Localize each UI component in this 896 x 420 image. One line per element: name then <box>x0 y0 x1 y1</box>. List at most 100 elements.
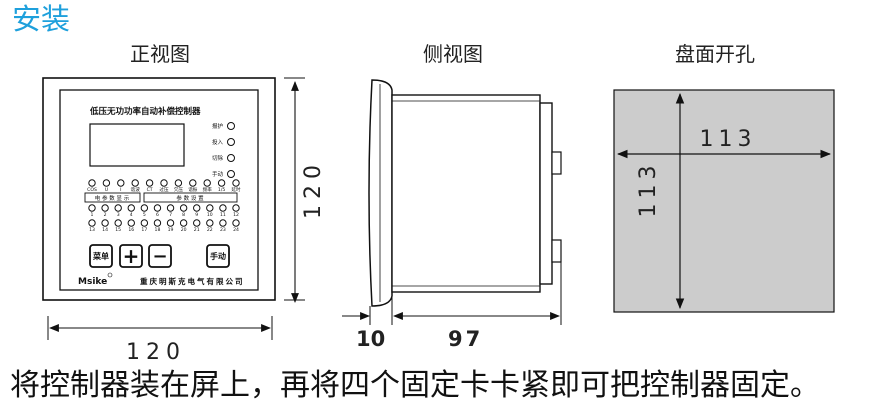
step-label: 4 <box>130 212 133 218</box>
parameter-label: 谐波 <box>131 186 141 193</box>
parameter-led <box>131 179 139 187</box>
section-box-right <box>143 192 238 203</box>
step-led <box>206 219 214 227</box>
step-label: 3 <box>117 212 120 218</box>
step-led <box>127 204 135 212</box>
indicator-led <box>227 170 235 178</box>
indicator-led <box>227 138 235 146</box>
step-label: 21 <box>194 227 200 233</box>
bezel-thickness-value: 10 <box>356 327 385 351</box>
step-led <box>140 204 149 212</box>
cutout-view-label: 盘面开孔 <box>675 42 755 66</box>
plus-button-label: + <box>123 244 140 268</box>
parameter-label: CT <box>147 187 153 193</box>
step-label: 8 <box>182 212 185 218</box>
parameter-label: 欠压 <box>174 186 184 193</box>
step-label: 7 <box>169 212 172 218</box>
step-label: 20 <box>181 227 187 233</box>
parameter-led <box>189 179 197 187</box>
step-label: 9 <box>195 212 198 218</box>
minus-button-label: − <box>152 246 167 267</box>
registered-mark-icon <box>107 272 113 278</box>
step-led <box>193 204 201 212</box>
step-label: 16 <box>128 227 134 233</box>
step-label: 6 <box>156 212 159 218</box>
step-label: 13 <box>89 227 95 233</box>
step-label: 2 <box>104 212 107 218</box>
step-label: 5 <box>143 212 146 218</box>
parameter-label: 过压 <box>159 186 169 193</box>
indicator-label: 切除 <box>212 154 224 162</box>
parameter-label: 延时 <box>231 186 241 193</box>
menu-button-label: 菜单 <box>92 251 109 261</box>
parameter-led <box>232 179 240 187</box>
step-led <box>219 204 227 212</box>
parameter-led <box>145 179 154 187</box>
parameter-led <box>203 179 211 187</box>
side-view-label: 侧视图 <box>423 42 483 66</box>
menu-button[interactable]: 菜单 <box>89 244 113 268</box>
panel-title: 低压无功功率自动补偿控制器 <box>89 106 201 117</box>
step-led <box>88 219 96 227</box>
front-width-value: 120 <box>126 340 186 365</box>
manual-button-label: 手动 <box>210 251 226 261</box>
parameter-label: COS <box>87 187 97 193</box>
panel-cutout <box>613 89 835 313</box>
step-label: 19 <box>168 227 174 233</box>
side-view: 10 97 <box>342 79 562 351</box>
step-label: 17 <box>141 227 147 233</box>
side-back-plate <box>539 102 553 285</box>
section-label-left: 电 参 数 显 示 <box>95 194 130 202</box>
step-led <box>166 219 175 227</box>
step-led <box>206 204 214 212</box>
step-led <box>127 219 135 227</box>
parameter-led <box>217 179 226 187</box>
indicator-label: 投入 <box>212 138 224 146</box>
minus-button[interactable]: − <box>148 244 172 268</box>
step-led <box>232 219 240 227</box>
cutout-view: 113 113 <box>613 89 835 313</box>
manual-button[interactable]: 手动 <box>206 244 230 268</box>
parameter-label: I <box>120 187 121 193</box>
step-led <box>153 219 162 227</box>
step-led <box>193 219 201 227</box>
parameter-led <box>160 179 168 187</box>
step-label: 15 <box>115 227 121 233</box>
step-led <box>179 219 188 227</box>
side-connector-top <box>551 151 562 175</box>
step-led <box>114 204 122 212</box>
step-label: 18 <box>155 227 161 233</box>
step-led <box>232 204 240 212</box>
parameter-label: 频率 <box>203 186 213 193</box>
step-led <box>153 204 162 212</box>
section-heading: 安装 <box>12 2 71 36</box>
step-led <box>101 219 109 227</box>
section-box-left <box>84 192 141 203</box>
side-connector-bottom <box>551 239 562 263</box>
cut-height-value: 113 <box>636 161 661 218</box>
front-view-label: 正视图 <box>130 42 190 66</box>
indicator-label: 手动 <box>212 170 224 178</box>
step-label: 12 <box>233 212 239 218</box>
parameter-led <box>174 179 183 187</box>
parameter-led <box>88 179 96 187</box>
front-view: 低压无功功率自动补偿控制器 报护 投入 切除 手动 COS U I 谐波 CT 过压欠压谐… <box>42 77 326 365</box>
parameter-led <box>102 179 111 187</box>
indicator-list: 报护 投入 切除 手动 <box>212 122 235 178</box>
section-label-right: 参 数 设 置 <box>176 194 204 202</box>
plus-button[interactable]: + <box>119 244 143 268</box>
indicator-label: 报护 <box>212 122 224 130</box>
cut-width-value: 113 <box>700 127 757 152</box>
parameter-label: 谐振 <box>188 186 198 193</box>
step-led <box>101 204 109 212</box>
step-led <box>179 204 188 212</box>
step-label: 10 <box>207 212 213 218</box>
parameter-label: U <box>105 187 108 193</box>
step-led <box>166 204 175 212</box>
step-label: 22 <box>207 227 213 233</box>
indicator-led <box>227 122 235 130</box>
